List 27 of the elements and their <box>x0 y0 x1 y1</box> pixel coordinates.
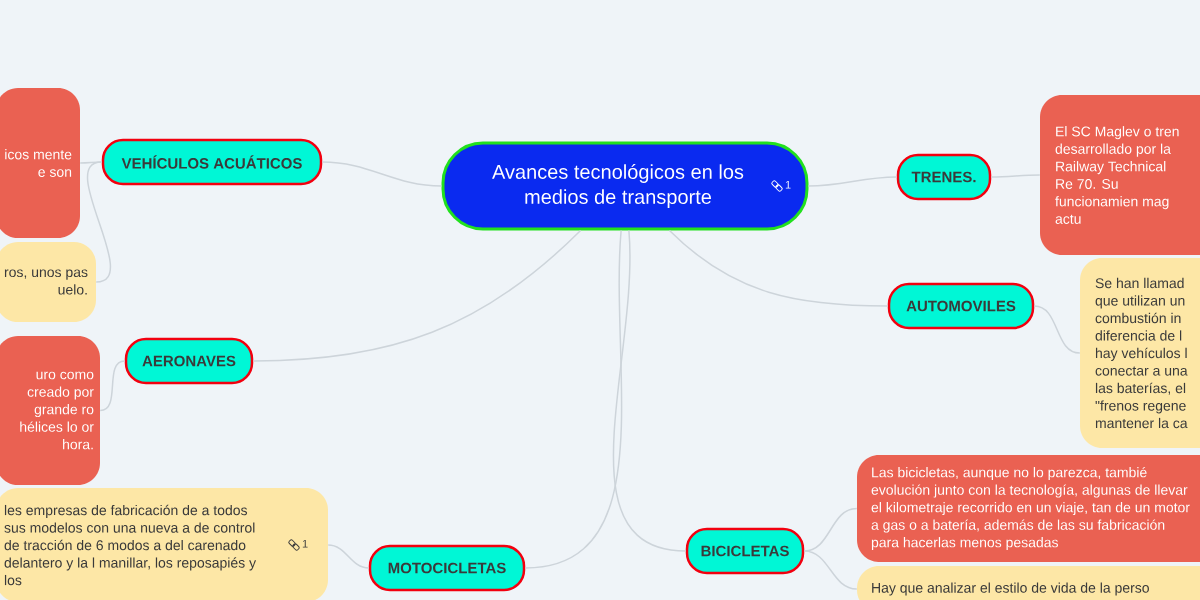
topic-box: TRENES. <box>896 153 992 201</box>
connector-line <box>803 550 858 590</box>
connector-line <box>99 360 126 412</box>
note-box: El SC Maglev o tren desarrollado por la Railway Technical Re 70. Su funcionamien mag actu <box>1040 95 1200 255</box>
connector-line <box>524 229 623 569</box>
connector-line <box>327 544 370 569</box>
note-box: Hay que analizar el estilo de vida de la perso <box>857 566 1200 600</box>
central-topic-box: Avances tecnológicos en los medios de transporte 1 <box>441 141 809 231</box>
topic-box: VEHÍCULOS ACUÁTICOS <box>101 138 323 186</box>
connector-line <box>321 161 443 187</box>
topic-box: BICICLETAS <box>685 527 805 575</box>
connector-line <box>86 161 112 283</box>
note-box: les empresas de fabricación de a todos sus modelos con una nueva a de control de tracción de 6 modos a del carenado delantero y la l manillar, los reposapiés y los 1 <box>0 488 328 600</box>
connector-line <box>252 229 582 362</box>
note-box: ros, unos pas uelo. <box>0 242 96 322</box>
note-box: Las bicicletas, aunque no lo parezca, tambié evolución junto con la tecnología, algunas de llevar el kilometraje recorrido en un viaje, tan de un motor a gas o a batería, además de las su fabricación para hacerlas menos pesadas <box>857 455 1200 562</box>
connector-line <box>668 229 889 307</box>
connector-line <box>990 174 1041 178</box>
connector-line <box>807 176 898 187</box>
note-box: icos mente e son <box>0 88 80 238</box>
topic-box: AUTOMOVILES <box>887 282 1035 330</box>
connector-line <box>1033 305 1081 354</box>
topic-box: AERONAVES <box>124 337 254 385</box>
topic-box: MOTOCICLETAS <box>368 544 526 592</box>
connector-line <box>613 229 687 552</box>
note-box: Se han llamad que utilizan un combustión in diferencia de l hay vehículos l conectar a una las baterías, el "frenos regene mantener la ca <box>1080 258 1200 448</box>
note-box: uro como creado por grande ro hélices lo or hora. <box>0 336 100 485</box>
